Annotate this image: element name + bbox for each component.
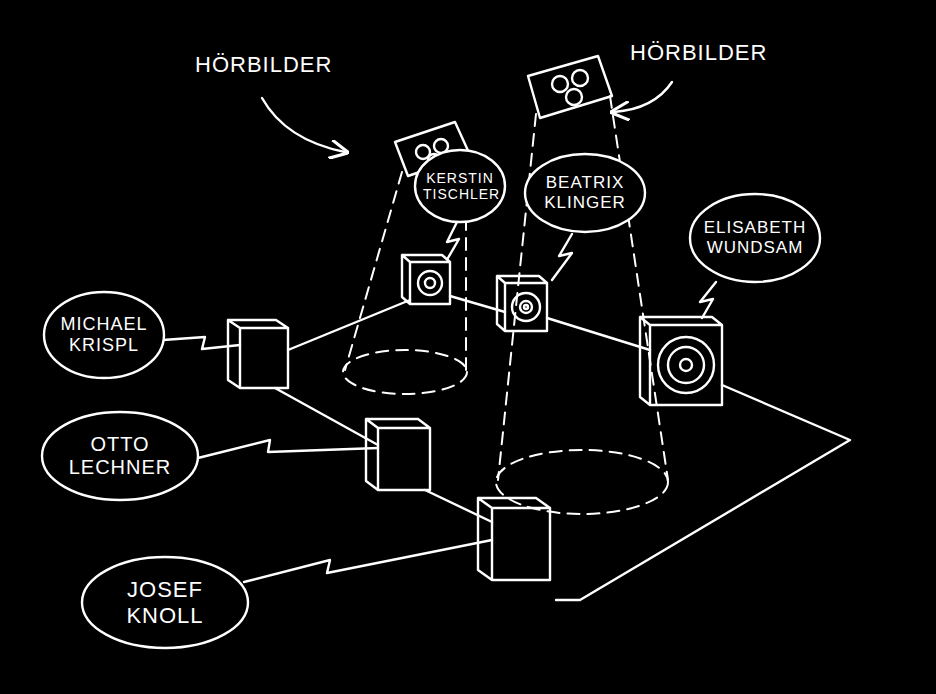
person-name: KERSTIN TISCHLER	[423, 170, 497, 202]
panel-label: HÖRBILDER	[195, 52, 332, 78]
signal-bolt	[447, 222, 459, 258]
speaker-box	[497, 276, 547, 331]
person-name: JOSEF KNOLL	[110, 577, 220, 628]
sound-area	[343, 350, 467, 394]
bubble-outline	[415, 150, 505, 222]
signal-bolt	[700, 282, 716, 318]
speaker-cone	[418, 271, 442, 295]
speech-bubble: KERSTIN TISCHLER	[413, 148, 507, 224]
bubble-outline	[690, 194, 820, 282]
ceiling-panel	[528, 56, 612, 118]
bubble-outline	[525, 154, 645, 232]
speaker-cone	[520, 301, 532, 313]
speaker-box	[497, 276, 547, 331]
speaker-cone	[680, 359, 692, 371]
bubble-outline	[82, 557, 248, 648]
speech-bubble: JOSEF KNOLL	[80, 555, 250, 650]
signal-bolt	[198, 440, 378, 458]
panel-speaker	[566, 89, 582, 105]
floor-line	[288, 300, 410, 350]
panel-speaker	[552, 76, 568, 92]
signal-bolt	[244, 540, 492, 582]
signal-bolt	[552, 234, 572, 280]
floor-line	[275, 388, 378, 445]
speaker-cone	[512, 293, 540, 321]
pointer-arrow	[262, 98, 345, 152]
sound-cone	[345, 172, 402, 370]
speaker-box	[228, 320, 288, 388]
speech-bubble: ELISABETH WUNDSAM	[688, 192, 822, 284]
floor-line	[556, 385, 850, 600]
speech-bubble: MICHAEL KRISPL	[42, 290, 166, 380]
speaker-box	[640, 317, 722, 405]
person-name: OTTO LECHNER	[65, 433, 175, 479]
person-name: ELISABETH WUNDSAM	[703, 218, 807, 257]
bubble-outline	[42, 412, 198, 500]
speaker-box	[478, 498, 550, 580]
speaker-cone	[658, 337, 714, 393]
speaker-cone	[668, 347, 704, 383]
speaker-box	[640, 317, 722, 405]
panel-speaker	[572, 70, 588, 86]
floor-line	[547, 318, 650, 350]
person-name: BEATRIX KLINGER	[537, 173, 633, 212]
pointer-arrow	[614, 82, 672, 112]
speaker-box	[402, 255, 450, 304]
bubble-outline	[44, 292, 164, 378]
speaker-box	[366, 419, 430, 490]
speech-bubble: BEATRIX KLINGER	[523, 152, 647, 234]
signal-bolt	[163, 337, 240, 349]
floor-line	[425, 490, 492, 522]
speaker-cone	[524, 305, 528, 309]
speech-bubble: OTTO LECHNER	[40, 410, 200, 502]
sound-area	[496, 450, 668, 514]
speaker-box	[402, 255, 450, 304]
panel-label: HÖRBILDER	[630, 40, 767, 66]
person-name: MICHAEL KRISPL	[59, 314, 149, 355]
sound-cone	[610, 96, 668, 480]
speaker-cone	[425, 278, 435, 288]
